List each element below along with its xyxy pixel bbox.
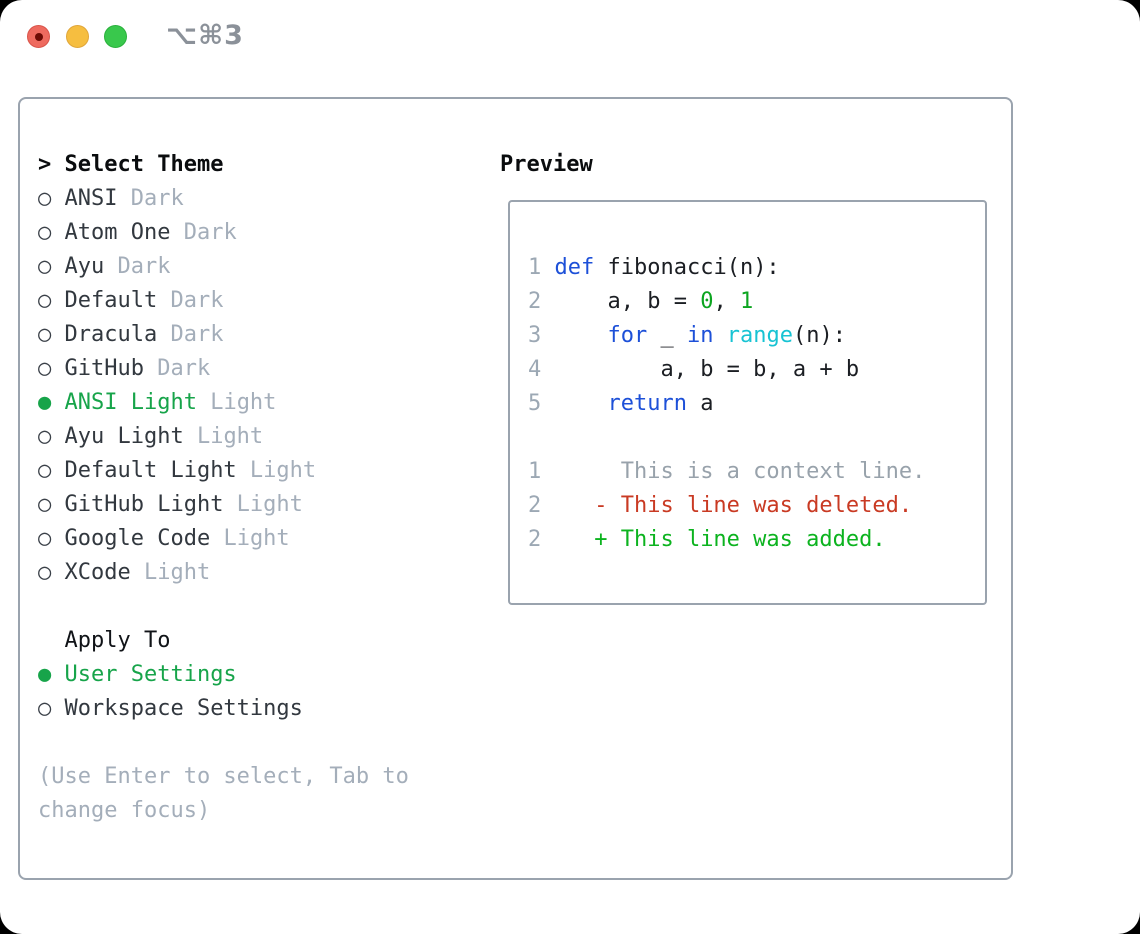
- radio-unselected-icon: ○: [38, 696, 52, 721]
- help-line-1: (Use Enter to select, Tab to: [38, 764, 409, 789]
- preview-header: Preview: [500, 152, 593, 177]
- option-variant-label: Dark: [104, 254, 171, 279]
- option-label: ANSI: [51, 186, 118, 211]
- code-line: 3 for _ in range(n):: [528, 323, 846, 348]
- code-line: 2 a, b = 0, 1: [528, 289, 754, 314]
- theme-option-default-light[interactable]: ○ Default Light Light: [38, 454, 316, 488]
- apply-to-section: Apply To ● User Settings○ Workspace Sett…: [38, 624, 303, 726]
- option-label: Ayu Light: [51, 424, 184, 449]
- option-variant-label: Dark: [117, 186, 184, 211]
- option-label: Dracula: [51, 322, 158, 347]
- radio-unselected-icon: ○: [38, 322, 52, 347]
- theme-option-ansi[interactable]: ○ ANSI Dark: [38, 182, 316, 216]
- radio-unselected-icon: ○: [38, 526, 52, 551]
- option-variant-label: Light: [183, 424, 264, 449]
- radio-unselected-icon: ○: [38, 186, 52, 211]
- help-text: (Use Enter to select, Tab to change focu…: [38, 760, 409, 828]
- window-shortcut-label: ⌥⌘3: [166, 20, 244, 51]
- code-line: [528, 421, 925, 455]
- radio-unselected-icon: ○: [38, 560, 52, 585]
- apply-to-options: ● User Settings○ Workspace Settings: [38, 658, 303, 726]
- focus-caret-icon: >: [38, 152, 52, 177]
- radio-unselected-icon: ○: [38, 254, 52, 279]
- preview-code: 1 def fibonacci(n): 2 a, b = 0, 1 3 for _ …: [528, 251, 925, 557]
- code-line: 1 This is a context line.: [528, 459, 926, 484]
- apply-option-workspace-settings[interactable]: ○ Workspace Settings: [38, 692, 303, 726]
- option-label: GitHub: [51, 356, 144, 381]
- option-variant-label: Dark: [143, 356, 211, 381]
- code-line: 2 + This line was added.: [528, 527, 886, 552]
- theme-option-ansi-light[interactable]: ● ANSI Light Light: [38, 386, 316, 420]
- apply-option-user-settings[interactable]: ● User Settings: [38, 658, 303, 692]
- option-variant-label: Light: [210, 526, 290, 551]
- option-variant-label: Light: [130, 560, 211, 585]
- theme-option-ayu-light[interactable]: ○ Ayu Light Light: [38, 420, 316, 454]
- zoom-button[interactable]: [104, 25, 127, 48]
- radio-unselected-icon: ○: [38, 288, 52, 313]
- option-variant-label: Dark: [170, 220, 237, 245]
- code-line: 1 def fibonacci(n):: [528, 255, 780, 280]
- option-label: Default: [51, 288, 158, 313]
- option-variant-label: Light: [223, 492, 303, 517]
- option-label: Default Light: [51, 458, 237, 483]
- help-line-2: change focus): [38, 798, 211, 823]
- radio-unselected-icon: ○: [38, 424, 52, 449]
- code-line: 2 - This line was deleted.: [528, 493, 913, 518]
- theme-option-ayu[interactable]: ○ Ayu Dark: [38, 250, 316, 284]
- radio-unselected-icon: ○: [38, 356, 52, 381]
- theme-list: ○ ANSI Dark○ Atom One Dark○ Ayu Dark○ De…: [38, 182, 316, 590]
- option-variant-label: Dark: [157, 322, 224, 347]
- minimize-button[interactable]: [66, 25, 89, 48]
- option-label: Atom One: [51, 220, 171, 245]
- option-variant-label: Light: [236, 458, 317, 483]
- select-theme-header: > Select Theme: [38, 148, 223, 182]
- preview-pane: 1 def fibonacci(n): 2 a, b = 0, 1 3 for _ …: [508, 200, 987, 605]
- theme-option-default[interactable]: ○ Default Dark: [38, 284, 316, 318]
- option-label: Workspace Settings: [51, 696, 303, 721]
- option-label: GitHub Light: [51, 492, 224, 517]
- option-label: User Settings: [51, 662, 237, 687]
- option-label: ANSI Light: [51, 390, 197, 415]
- theme-option-github-light[interactable]: ○ GitHub Light Light: [38, 488, 316, 522]
- radio-unselected-icon: ○: [38, 458, 52, 483]
- theme-option-google-code[interactable]: ○ Google Code Light: [38, 522, 316, 556]
- radio-selected-icon: ●: [38, 662, 52, 687]
- close-dot-icon: [34, 32, 43, 41]
- theme-option-xcode[interactable]: ○ XCode Light: [38, 556, 316, 590]
- option-variant-label: Light: [196, 390, 277, 415]
- theme-option-atom-one[interactable]: ○ Atom One Dark: [38, 216, 316, 250]
- select-theme-title: Select Theme: [51, 152, 224, 177]
- code-line: 5 return a: [528, 391, 714, 416]
- option-label: Google Code: [51, 526, 211, 551]
- theme-option-github[interactable]: ○ GitHub Dark: [38, 352, 316, 386]
- radio-unselected-icon: ○: [38, 220, 52, 245]
- radio-unselected-icon: ○: [38, 492, 52, 517]
- apply-to-header: Apply To: [38, 628, 171, 653]
- theme-option-dracula[interactable]: ○ Dracula Dark: [38, 318, 316, 352]
- code-line: 4 a, b = b, a + b: [528, 357, 860, 382]
- close-button[interactable]: [27, 25, 50, 48]
- option-variant-label: Dark: [157, 288, 224, 313]
- radio-selected-icon: ●: [38, 390, 52, 415]
- option-label: XCode: [51, 560, 131, 585]
- option-label: Ayu: [51, 254, 105, 279]
